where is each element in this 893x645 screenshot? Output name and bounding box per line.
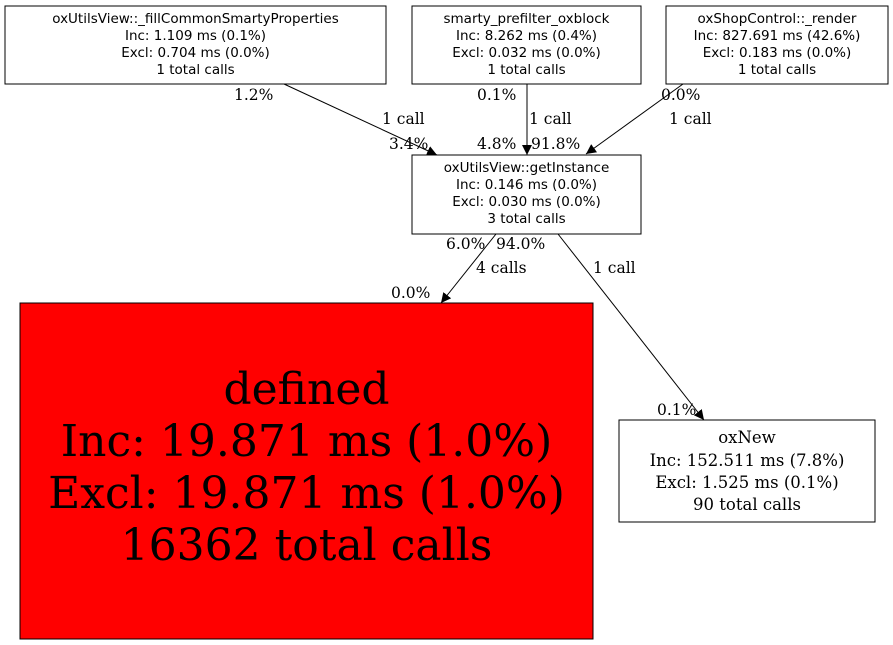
edge-head-pct: 3.4%: [389, 135, 428, 153]
node-excl: Excl: 19.871 ms (1.0%): [48, 468, 565, 519]
node-calls: 16362 total calls: [121, 520, 493, 571]
edge-label: 1 call: [382, 110, 425, 128]
edge-tail-pct: 0.0%: [661, 86, 700, 104]
node-name: oxNew: [718, 428, 776, 447]
edge-label: 4 calls: [476, 259, 527, 277]
edge-getinstance-to-defined: 4 calls 6.0% 0.0%: [391, 233, 527, 304]
edge-head-pct: 0.1%: [657, 401, 696, 419]
node-excl: Excl: 0.030 ms (0.0%): [452, 194, 601, 210]
node-calls: 90 total calls: [693, 495, 801, 514]
node-calls: 1 total calls: [738, 62, 816, 78]
node-name: defined: [223, 364, 389, 415]
node-name: smarty_prefilter_oxblock: [444, 11, 610, 27]
node-name: oxShopControl::_render: [698, 11, 857, 27]
node-defined[interactable]: defined Inc: 19.871 ms (1.0%) Excl: 19.8…: [19, 302, 594, 640]
edge-head-pct: 91.8%: [531, 135, 580, 153]
edge-label: 1 call: [593, 259, 636, 277]
node-calls: 1 total calls: [156, 62, 234, 78]
node-shop-control-render[interactable]: oxShopControl::_render Inc: 827.691 ms (…: [665, 5, 889, 85]
node-inc: Inc: 0.146 ms (0.0%): [456, 177, 597, 193]
edge-tail-pct: 94.0%: [496, 235, 545, 253]
edge-smarty-to-getinstance: 1 call 0.1% 4.8%: [477, 84, 572, 155]
node-excl: Excl: 0.032 ms (0.0%): [452, 45, 601, 61]
edge-tail-pct: 1.2%: [234, 86, 273, 104]
edge-tail-pct: 6.0%: [446, 235, 485, 253]
node-inc: Inc: 1.109 ms (0.1%): [125, 28, 266, 44]
edge-fill-to-getinstance: 1 call 1.2% 3.4%: [234, 83, 438, 156]
node-oxnew[interactable]: oxNew Inc: 152.511 ms (7.8%) Excl: 1.525…: [618, 419, 876, 523]
node-excl: Excl: 0.704 ms (0.0%): [121, 45, 270, 61]
edge-label: 1 call: [669, 110, 712, 128]
node-name: oxUtilsView::_fillCommonSmartyProperties: [52, 11, 339, 27]
edge-head-pct: 0.0%: [391, 284, 430, 302]
edge-render-to-getinstance: 1 call 0.0% 91.8%: [531, 83, 712, 155]
node-excl: Excl: 1.525 ms (0.1%): [655, 473, 838, 492]
node-get-instance[interactable]: oxUtilsView::getInstance Inc: 0.146 ms (…: [411, 154, 642, 235]
edge-head-pct: 4.8%: [477, 135, 516, 153]
node-excl: Excl: 0.183 ms (0.0%): [703, 45, 852, 61]
node-inc: Inc: 8.262 ms (0.4%): [456, 28, 597, 44]
node-inc: Inc: 827.691 ms (42.6%): [694, 28, 861, 44]
node-smarty-prefilter-oxblock[interactable]: smarty_prefilter_oxblock Inc: 8.262 ms (…: [411, 5, 642, 85]
edge-label: 1 call: [529, 110, 572, 128]
node-fill-common-smarty-properties[interactable]: oxUtilsView::_fillCommonSmartyProperties…: [4, 5, 387, 85]
edge-getinstance-to-oxnew: 1 call 94.0% 0.1%: [496, 233, 705, 421]
edge-tail-pct: 0.1%: [477, 86, 516, 104]
node-inc: Inc: 152.511 ms (7.8%): [650, 451, 845, 470]
node-inc: Inc: 19.871 ms (1.0%): [61, 416, 553, 467]
node-name: oxUtilsView::getInstance: [444, 160, 610, 176]
node-calls: 3 total calls: [487, 211, 565, 227]
node-calls: 1 total calls: [487, 62, 565, 78]
